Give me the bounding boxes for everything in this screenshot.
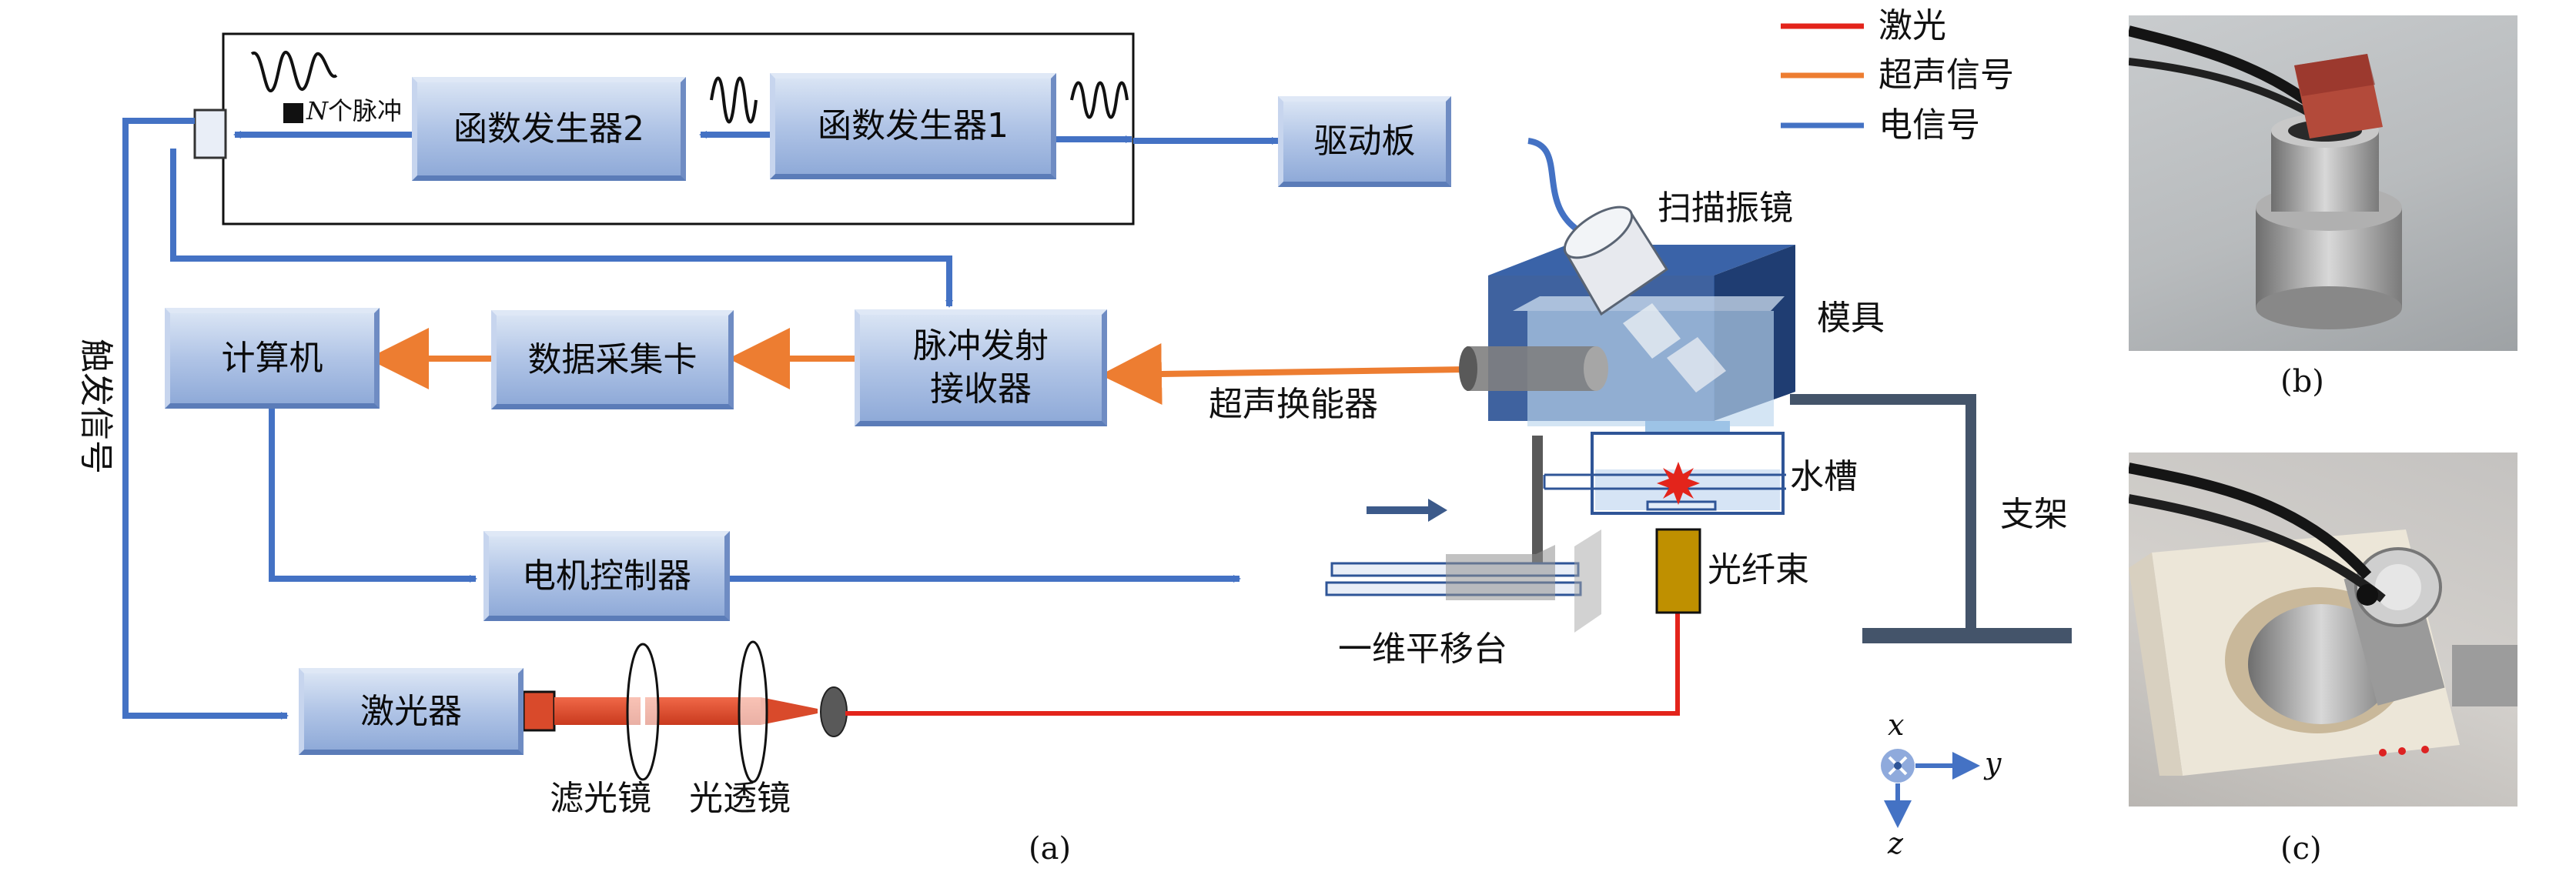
computer-box: 计算机 <box>165 308 380 409</box>
wire-driver-to-galvo <box>1527 138 1587 238</box>
filter-lens-icon <box>626 643 660 781</box>
fiber-coupler-icon <box>820 686 848 737</box>
stage-motion-arrow-icon <box>1367 499 1447 522</box>
z-axis-label: z <box>1888 827 1904 860</box>
function-generator-2-box: 函数发生器2 <box>412 77 686 181</box>
ultrasonic-transducer-label: 超声换能器 <box>1209 385 1378 424</box>
transducer-back <box>1459 346 1477 391</box>
legend-electric-label: 电信号 <box>1878 105 1980 145</box>
wire-computer-to-motor <box>269 409 477 583</box>
pulse-marker-icon <box>283 103 303 123</box>
galvo-mirror-label: 扫描振镜 <box>1658 189 1793 228</box>
legend-laser-label: 激光 <box>1878 6 1946 45</box>
stage-carriage <box>1446 545 1555 600</box>
lens-label: 光透镜 <box>689 779 791 818</box>
support-frame <box>1790 394 1976 631</box>
photo-b-sample-holder <box>2129 15 2517 351</box>
n-symbol: N <box>306 96 328 125</box>
laser-beam-converge <box>761 697 818 725</box>
wire-trigger-to-laser <box>122 118 289 720</box>
laser-aperture <box>522 690 556 732</box>
trigger-connector <box>193 109 227 159</box>
laser-box: 激光器 <box>299 668 524 755</box>
linear-stage-label: 一维平移台 <box>1338 630 1507 669</box>
x-axis-label: x <box>1888 708 1905 742</box>
laser-spot-icon <box>1657 462 1700 505</box>
mold-label: 模具 <box>1817 299 1885 338</box>
caption-c: (c) <box>2280 831 2322 867</box>
laser-beam-1 <box>554 697 641 725</box>
laser-fiber-line <box>845 606 1680 716</box>
filter-label: 滤光镜 <box>550 779 651 818</box>
transducer-face <box>1584 346 1608 391</box>
trigger-signal-label: 触发信号 <box>76 339 115 474</box>
wire-trigger-to-pulser <box>170 149 953 308</box>
fiber-bundle-label: 光纤束 <box>1708 550 1809 589</box>
daq-card-box: 数据采集卡 <box>491 310 734 409</box>
support-label: 支架 <box>2000 495 2068 534</box>
function-generator-1-box: 函数发生器1 <box>770 73 1056 179</box>
support-base <box>1862 628 2072 643</box>
driver-board-box: 驱动板 <box>1278 96 1451 187</box>
sine-waveform-icon-1 <box>710 76 758 124</box>
sine-waveform-icon-2 <box>1070 81 1129 119</box>
wire-transducer-to-pulser <box>1100 343 1467 406</box>
convex-lens-icon <box>738 640 768 783</box>
caption-a: (a) <box>1029 831 1072 867</box>
fiber-bundle-icon <box>1655 528 1701 614</box>
caption-b: (b) <box>2280 364 2324 399</box>
pulser-receiver-box: 脉冲发射 接收器 <box>855 309 1107 426</box>
n-pulses-text: 个脉冲 <box>328 96 403 125</box>
sample-slide <box>1646 500 1717 511</box>
water-tank-label: 水槽 <box>1790 457 1858 496</box>
motor-controller-box: 电机控制器 <box>483 531 730 621</box>
photo-c-assembled-mold <box>2129 453 2517 807</box>
n-pulses-label: N个脉冲 <box>306 95 402 126</box>
galvo-mirror-icon <box>1563 205 1726 392</box>
y-axis-label: y <box>1985 746 2002 780</box>
legend-ultrasound-label: 超声信号 <box>1878 55 2014 95</box>
stage-post <box>1532 436 1543 563</box>
burst-waveform-icon <box>250 51 338 92</box>
mold-inner-top <box>1513 296 1785 311</box>
ultrasonic-transducer-body <box>1467 346 1596 391</box>
stage-plate <box>1574 529 1601 633</box>
